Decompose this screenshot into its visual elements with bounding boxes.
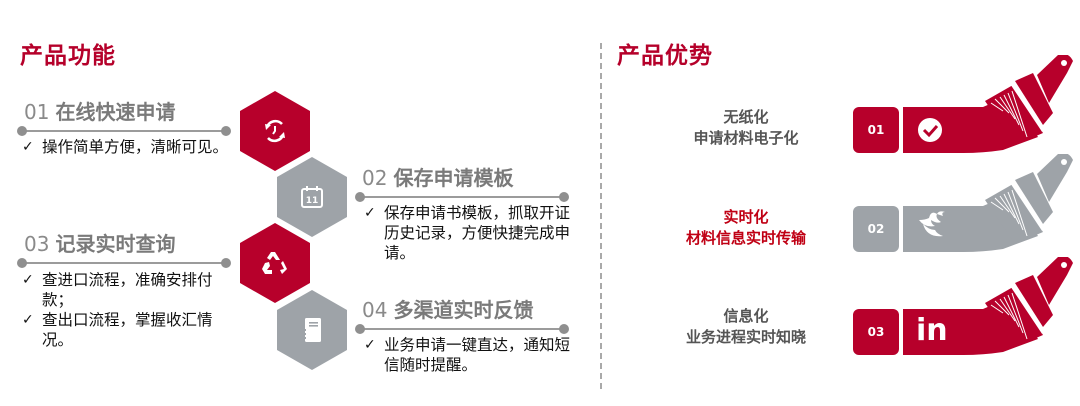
- line-dot: [17, 126, 27, 136]
- bullet-item: ✓操作简单方便，清晰可见。: [22, 138, 229, 156]
- linkedin-icon: in: [916, 313, 948, 348]
- feature-description: ✓查进口流程，准确安排付款； ✓查出口流程，掌握收汇情况。: [20, 270, 232, 350]
- feature-description: ✓保存申请书模板，抓取开证历史记录，方便快捷完成申请。: [362, 203, 574, 263]
- check-icon: ✓: [364, 205, 376, 221]
- feature-name: 保存申请模板: [393, 166, 514, 190]
- hex-recycle: [240, 223, 310, 303]
- advantage-number: 01: [853, 107, 899, 153]
- check-icon: ✓: [22, 139, 34, 155]
- feature-divider: [355, 192, 569, 202]
- feature-number: 02: [362, 166, 388, 190]
- advantage-text-01: 无纸化 申请材料电子化: [693, 108, 799, 147]
- paint-brush-icon: [903, 257, 1073, 355]
- recycle-icon: [262, 252, 287, 274]
- bullet-item: ✓查进口流程，准确安排付款；: [22, 271, 213, 309]
- feature-description: ✓业务申请一键直达，通知短信随时提醒。: [362, 335, 574, 375]
- advantage-number: 02: [853, 206, 899, 252]
- feature-divider: [17, 258, 231, 268]
- bullet-item: ✓业务申请一键直达，通知短信随时提醒。: [364, 336, 571, 374]
- advantage-number: 03: [853, 309, 899, 355]
- check-icon: ✓: [22, 312, 34, 328]
- feature-number: 01: [24, 100, 50, 124]
- advantage-brush-01: 01: [853, 55, 1080, 165]
- feature-divider: [355, 324, 569, 334]
- feature-description: ✓操作简单方便，清晰可见。: [20, 137, 232, 157]
- hex-calendar: 11: [277, 157, 347, 237]
- section-divider: [600, 43, 602, 389]
- advantage-brush-02: 02: [853, 154, 1080, 270]
- bullet-item: ✓保存申请书模板，抓取开证历史记录，方便快捷完成申请。: [364, 204, 571, 262]
- advantage-text-02: 实时化 材料信息实时传输: [685, 208, 806, 247]
- advantage-text-03: 信息化 业务进程实时知晓: [685, 307, 806, 346]
- calendar-icon: 11: [301, 186, 323, 208]
- hex-refresh: [240, 91, 310, 171]
- paint-brush-icon: [903, 55, 1073, 153]
- line-dot: [17, 258, 27, 268]
- feature-name: 多渠道实时反馈: [393, 298, 534, 322]
- twitter-bird-icon: [919, 211, 945, 237]
- feature-number: 04: [362, 298, 388, 322]
- line-dot: [221, 258, 231, 268]
- line-dot: [559, 324, 569, 334]
- line-dot: [221, 126, 231, 136]
- advantages-section-title: 产品优势: [617, 43, 713, 69]
- check-icon: ✓: [364, 337, 376, 353]
- line-dot: [355, 192, 365, 202]
- advantage-brush-03: 03 in: [853, 255, 1080, 365]
- feature-number: 03: [24, 232, 50, 256]
- svg-text:11: 11: [306, 196, 319, 206]
- paint-brush-icon: [903, 154, 1073, 252]
- feature-divider: [17, 126, 231, 136]
- hex-notebook: [277, 290, 347, 370]
- line-dot: [559, 192, 569, 202]
- check-icon: ✓: [22, 272, 34, 288]
- notebook-icon: [303, 318, 321, 342]
- line-dot: [355, 324, 365, 334]
- functions-section-title: 产品功能: [20, 43, 116, 69]
- bullet-item: ✓查出口流程，掌握收汇情况。: [22, 311, 213, 349]
- feature-name: 记录实时查询: [55, 232, 176, 256]
- refresh-clock-icon: [265, 119, 285, 143]
- feature-name: 在线快速申请: [55, 100, 176, 124]
